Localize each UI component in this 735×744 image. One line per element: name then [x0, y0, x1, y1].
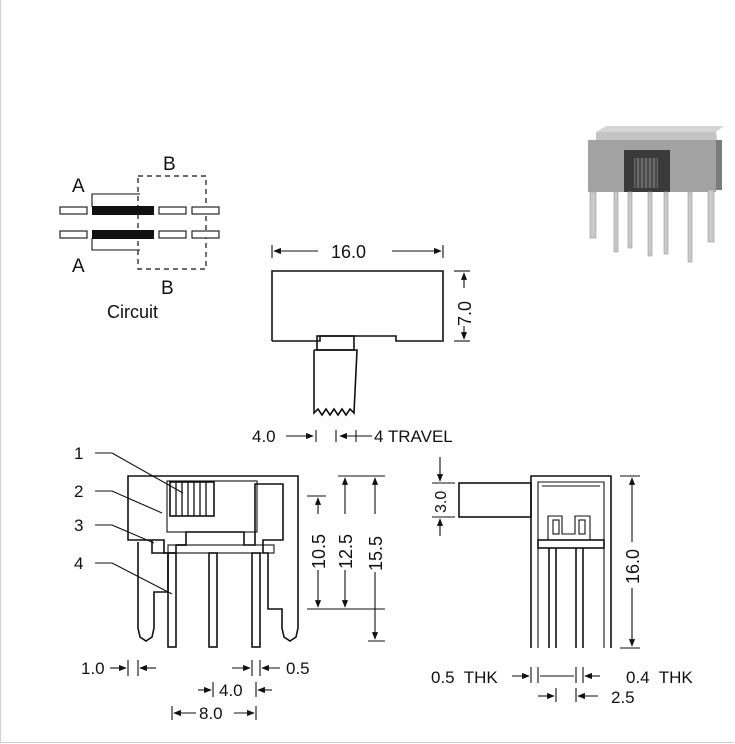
side-view-actuator	[458, 482, 532, 518]
circuit-slider-contact-bottom	[92, 230, 154, 239]
slide-switch-photo	[588, 126, 724, 263]
callout-3: 3	[74, 516, 83, 535]
dim-15-5: 15.5	[366, 536, 386, 571]
dim-8-0: 8.0	[199, 704, 223, 723]
front-view-knob	[169, 481, 215, 517]
circuit-caption: Circuit	[107, 302, 158, 322]
top-view-width-dim: 16.0	[331, 242, 366, 262]
front-view-pin	[167, 552, 177, 648]
callout-2: 2	[74, 482, 83, 501]
dim-3-0: 3.0	[433, 491, 450, 513]
front-view: 1 2 3 4 10.5 12.5 15.5 1.0 0.5	[74, 444, 386, 723]
top-view-actuator-knob	[313, 349, 358, 417]
dim-2-5: 2.5	[611, 688, 635, 707]
circuit-label-b-bottom: B	[161, 278, 174, 299]
circuit-contact	[158, 206, 187, 215]
circuit-diagram: A A B B Circuit	[59, 154, 220, 322]
circuit-label-a-top: A	[72, 176, 85, 197]
dim-16-0: 16.0	[623, 549, 643, 584]
callout-4: 4	[74, 554, 83, 573]
circuit-label-b-top: B	[163, 154, 176, 175]
travel-right-dim: 4 TRAVEL	[374, 427, 453, 446]
circuit-slider-contact-top	[92, 206, 154, 215]
circuit-b-dashed-box	[137, 175, 207, 270]
circuit-label-a-bottom: A	[72, 256, 85, 277]
top-view-height-dim: 7.0	[455, 301, 475, 326]
circuit-a-bottom-bracket	[91, 238, 140, 251]
dim-10-5: 10.5	[309, 534, 329, 569]
top-view-body	[271, 270, 444, 342]
thk-left-dim: 0.5 THK	[431, 668, 498, 687]
travel-left-dim: 4.0	[252, 427, 276, 446]
front-view-frame	[127, 475, 299, 642]
circuit-contact	[158, 230, 187, 239]
dim-4-0: 4.0	[219, 681, 243, 700]
side-view: 3.0 16.0 0.5 THK 0.4 THK 2.5	[431, 457, 693, 707]
dim-0-5: 0.5	[286, 659, 310, 678]
callout-1: 1	[74, 444, 83, 463]
circuit-a-top-bracket	[91, 193, 140, 207]
dim-12-5: 12.5	[336, 534, 356, 569]
dim-1-0: 1.0	[81, 659, 105, 678]
top-view-actuator-base	[316, 335, 355, 351]
circuit-contact	[191, 230, 220, 239]
front-view-pin	[251, 552, 261, 648]
front-view-slider	[166, 480, 258, 533]
side-view-housing	[530, 475, 612, 648]
circuit-contact	[59, 230, 88, 239]
circuit-contact	[59, 206, 88, 215]
thk-right-dim: 0.4 THK	[626, 668, 693, 687]
front-view-pin	[208, 552, 218, 648]
circuit-contact	[191, 206, 220, 215]
top-view: 16.0 7.0 4.0 4 TRAVEL	[252, 242, 475, 446]
